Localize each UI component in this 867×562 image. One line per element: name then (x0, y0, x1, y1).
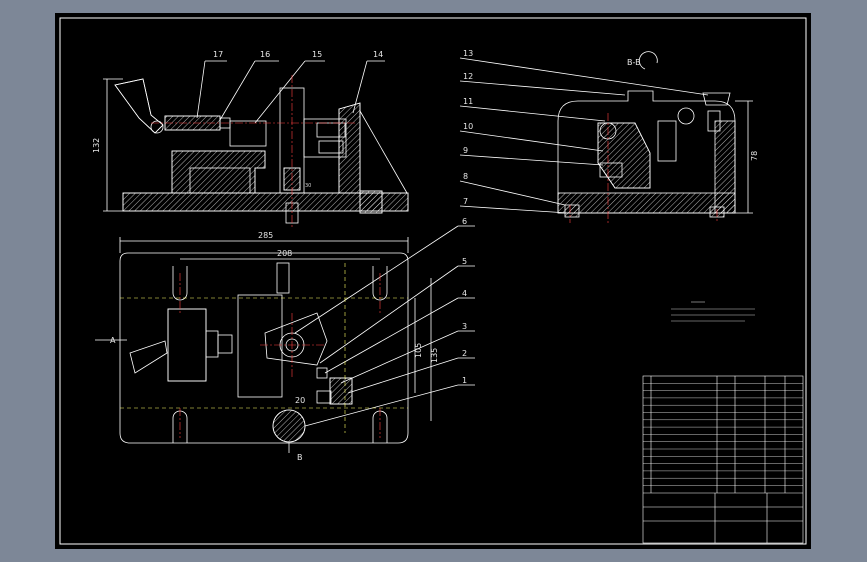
parts-list-rows (643, 383, 803, 486)
section-marker-b: B (297, 453, 303, 462)
dim-height-b: 135 (430, 348, 439, 363)
fixture-assembly-drawing: 17 16 15 14 132 30 (59, 17, 807, 545)
dim-front-inner: 30 (305, 183, 311, 189)
dim-section-height: 78 (750, 151, 759, 161)
section-centerlines (569, 113, 718, 223)
balloon-9: 9 (463, 146, 468, 155)
front-balloons: 17 16 15 14 132 30 (92, 50, 383, 189)
balloon-13: 13 (463, 49, 473, 58)
balloon-15: 15 (312, 50, 322, 59)
balloon-2: 2 (462, 349, 467, 358)
front-view (103, 60, 409, 224)
balloon-11: 11 (463, 97, 473, 106)
balloon-14: 14 (373, 50, 383, 59)
balloon-16: 16 (260, 50, 270, 59)
parts-list-table (642, 375, 804, 544)
balloon-8: 8 (463, 172, 468, 181)
section-balloons: B-B 13 12 11 10 9 8 7 78 (463, 49, 759, 206)
section-title: B-B (627, 58, 641, 67)
front-centerlines (151, 75, 355, 228)
balloon-12: 12 (463, 72, 473, 81)
balloon-17: 17 (213, 50, 223, 59)
plan-balloons: 285 208 105 135 20 A B 6 5 4 3 2 1 (110, 217, 467, 462)
plan-centerlines (179, 273, 381, 438)
balloon-5: 5 (462, 257, 467, 266)
balloon-7: 7 (463, 197, 468, 206)
dim-height-a: 105 (414, 343, 423, 358)
dim-front-height: 132 (92, 138, 101, 153)
drawing-sheet: 17 16 15 14 132 30 (55, 13, 811, 549)
dim-overall-width: 285 (258, 231, 273, 240)
view-marker-a: A (110, 336, 116, 345)
balloon-1: 1 (462, 376, 467, 385)
plan-view (95, 225, 475, 453)
balloon-10: 10 (463, 122, 473, 131)
balloon-6: 6 (462, 217, 467, 226)
balloon-3: 3 (462, 322, 467, 331)
dim-inner-width: 208 (277, 249, 292, 258)
dim-offset: 20 (295, 396, 305, 405)
section-view (459, 51, 753, 218)
drawing-border (59, 17, 807, 545)
plan-hidden-lines (120, 263, 408, 433)
balloon-4: 4 (462, 289, 467, 298)
technical-notes (671, 301, 755, 322)
